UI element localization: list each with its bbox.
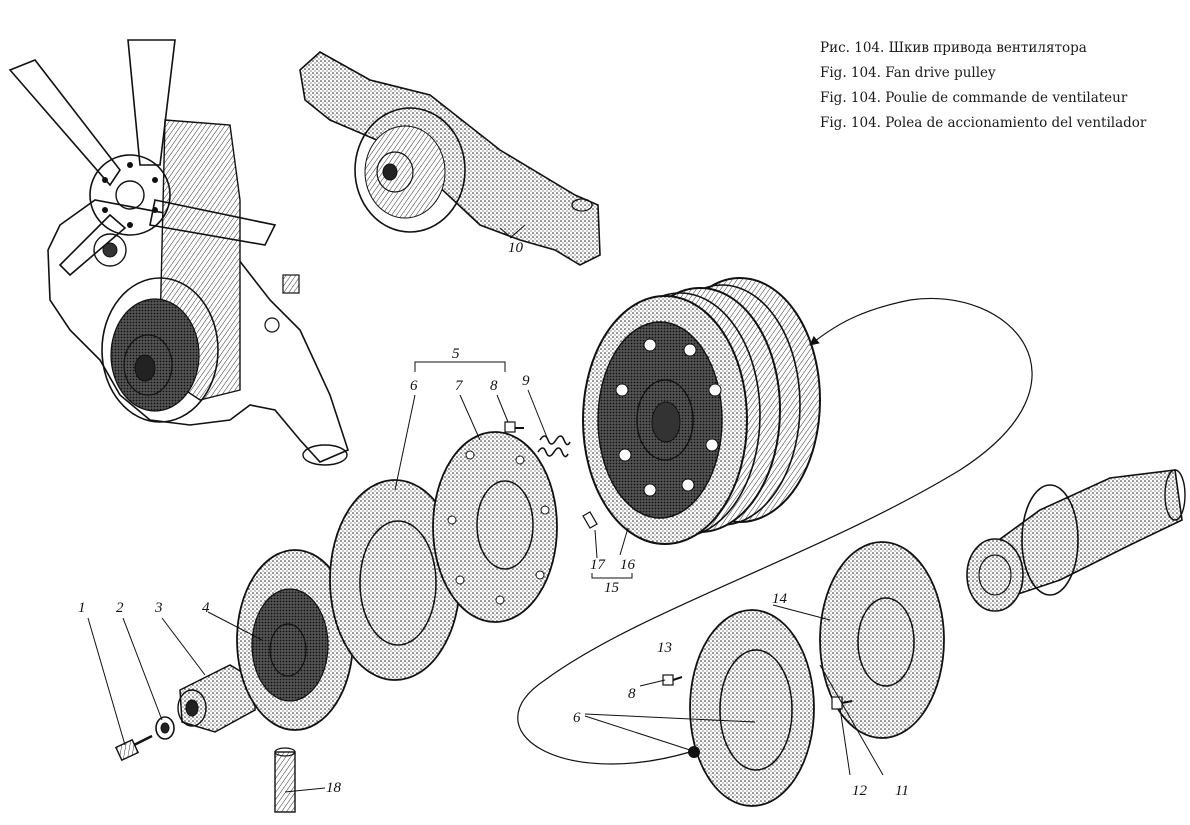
callout-9: 9: [522, 373, 530, 389]
pin-part-17: [582, 511, 598, 529]
caption-line-ru: Рис. 104. Шкив привода вентилятора: [820, 40, 1087, 56]
leader-lines: [87, 224, 884, 793]
callout-8-lower: 8: [628, 686, 636, 702]
callout-6-upper: 6: [410, 378, 418, 394]
nut-part-3: [177, 664, 256, 733]
callout-2: 2: [116, 600, 124, 616]
shaft-part-18: [274, 747, 296, 813]
callout-14: 14: [772, 591, 788, 607]
bracket-drawing: [299, 51, 601, 266]
friction-disc-part-6-lower: [689, 609, 815, 807]
callout-1: 1: [78, 600, 86, 616]
callout-8-upper: 8: [490, 378, 498, 394]
callout-13: 13: [657, 640, 672, 656]
caption-line-en: Fig. 104. Fan drive pulley: [820, 65, 996, 81]
screw-part-8-lower: [662, 674, 683, 686]
callout-17: 17: [590, 557, 607, 573]
callout-12: 12: [852, 783, 868, 799]
bolt-part-1: [114, 734, 153, 762]
assembly-arrow: [517, 297, 1033, 765]
callout-16: 16: [620, 557, 636, 573]
screw-part-8-upper: [504, 421, 524, 433]
callout-3: 3: [154, 600, 163, 616]
hub-part-4: [236, 549, 354, 731]
rivet-part: [688, 746, 700, 758]
figure-caption: Рис. 104. Шкив привода вентилятора Fig. …: [820, 36, 1180, 136]
spring-part-9: [537, 435, 571, 458]
plate-part-7: [432, 431, 558, 623]
callout-15: 15: [604, 580, 620, 596]
callout-18: 18: [326, 780, 342, 796]
fan-assembly-drawing: [8, 39, 349, 466]
callout-6-lower: 6: [573, 710, 581, 726]
callout-labels: 1 2 3 4 5 6 7 8 9 10 11 12 13 14 15 16 1…: [78, 240, 909, 799]
plate-part-14: [819, 541, 945, 739]
caption-line-es: Fig. 104. Polea de accionamiento del ven…: [820, 115, 1147, 131]
caption-line-fr: Fig. 104. Poulie de commande de ventilat…: [820, 90, 1128, 106]
fan-drive-pulley-drawing: [582, 277, 821, 545]
callout-10: 10: [508, 240, 524, 256]
callout-11: 11: [895, 783, 909, 799]
callout-5: 5: [452, 346, 460, 362]
callout-7: 7: [455, 378, 464, 394]
shaft-housing-drawing: [966, 469, 1186, 612]
washer-part-2: [155, 716, 175, 740]
callout-4: 4: [202, 600, 210, 616]
